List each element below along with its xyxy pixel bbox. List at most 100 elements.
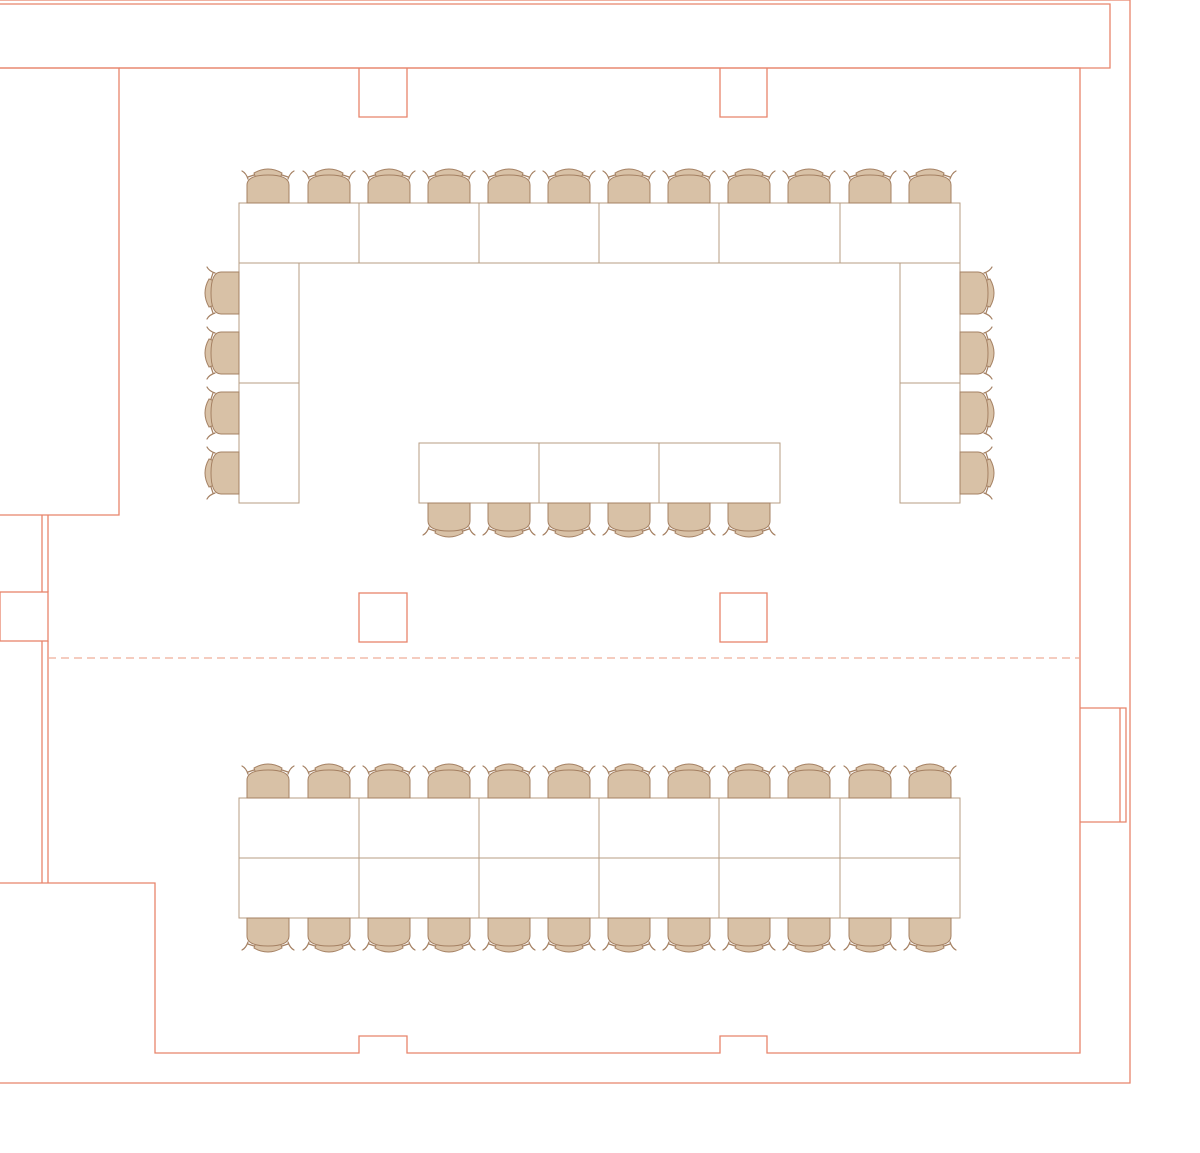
chair-icon <box>362 763 416 799</box>
table <box>418 442 540 504</box>
chair-icon <box>205 327 239 379</box>
chair-icon <box>205 387 239 439</box>
table <box>238 857 360 919</box>
boardroom-tables <box>238 797 961 919</box>
left-block-wall <box>0 67 120 516</box>
chair-icon <box>543 918 595 952</box>
chair-icon <box>205 267 239 319</box>
u-left-tables <box>238 262 300 504</box>
table <box>478 797 600 859</box>
table <box>598 797 720 859</box>
chair-icon <box>482 763 536 799</box>
chair-icon <box>423 918 475 952</box>
chair-icon <box>603 503 655 537</box>
chair-icon <box>363 918 415 952</box>
right-door-niche <box>1080 707 1127 823</box>
room-perimeter <box>0 67 1081 1054</box>
table <box>478 202 600 264</box>
chair-icon <box>482 168 536 204</box>
table <box>538 442 660 504</box>
pillar-top-right <box>719 68 768 118</box>
walls <box>0 0 1131 1084</box>
chair-icon <box>843 763 897 799</box>
chair-icon <box>603 918 655 952</box>
chair-icon <box>723 918 775 952</box>
chair-icon <box>722 168 776 204</box>
pillar-mid-left <box>358 592 408 643</box>
table <box>899 382 961 504</box>
table <box>238 382 300 504</box>
table <box>718 202 841 264</box>
chair-icon <box>904 918 956 952</box>
table <box>238 262 300 384</box>
boardroom-top-chairs <box>241 763 957 799</box>
u-left-chairs <box>205 267 239 499</box>
table <box>238 797 360 859</box>
chair-icon <box>483 503 535 537</box>
u-right-tables <box>899 262 961 504</box>
table <box>598 202 720 264</box>
chair-icon <box>960 447 994 499</box>
lower-room-layout <box>238 763 961 952</box>
chair-icon <box>844 918 896 952</box>
chair-icon <box>723 503 775 537</box>
chair-icon <box>423 503 475 537</box>
table <box>598 857 720 919</box>
table <box>358 857 480 919</box>
chair-icon <box>483 918 535 952</box>
chair-icon <box>960 387 994 439</box>
u-top-tables <box>238 202 961 264</box>
u-top-chairs <box>241 168 957 204</box>
chair-icon <box>303 918 355 952</box>
chair-icon <box>542 168 596 204</box>
boardroom-bottom-chairs <box>242 918 956 952</box>
chair-icon <box>782 763 836 799</box>
chair-icon <box>205 447 239 499</box>
chair-icon <box>782 168 836 204</box>
pillar-mid-right <box>719 592 768 643</box>
chair-icon <box>241 763 295 799</box>
pillar-top-left <box>358 68 408 118</box>
chair-icon <box>422 763 476 799</box>
center-chairs <box>423 503 775 537</box>
chair-icon <box>663 918 715 952</box>
chair-icon <box>783 918 835 952</box>
chair-icon <box>903 168 957 204</box>
table <box>839 797 961 859</box>
u-right-chairs <box>960 267 994 499</box>
table <box>358 797 480 859</box>
table <box>658 442 781 504</box>
table <box>718 857 841 919</box>
chair-icon <box>843 168 897 204</box>
chair-icon <box>302 763 356 799</box>
chair-icon <box>662 168 716 204</box>
chair-icon <box>543 503 595 537</box>
table <box>238 202 360 264</box>
table <box>839 857 961 919</box>
chair-icon <box>302 168 356 204</box>
chair-icon <box>662 763 716 799</box>
chair-icon <box>903 763 957 799</box>
chair-icon <box>960 267 994 319</box>
top-corridor-wall <box>0 3 1111 69</box>
chair-icon <box>542 763 596 799</box>
table <box>718 797 841 859</box>
outer-top-edge <box>0 0 1131 1084</box>
chair-icon <box>663 503 715 537</box>
table <box>358 202 480 264</box>
pillars <box>358 68 768 643</box>
left-door-niche <box>0 591 49 642</box>
chair-icon <box>602 168 656 204</box>
chair-icon <box>241 168 295 204</box>
table <box>839 202 961 264</box>
upper-room-layout <box>205 168 994 537</box>
chair-icon <box>242 918 294 952</box>
chair-icon <box>960 327 994 379</box>
chair-icon <box>602 763 656 799</box>
chair-icon <box>422 168 476 204</box>
center-tables <box>418 442 781 504</box>
table <box>478 857 600 919</box>
left-corridor-wall <box>41 515 49 883</box>
table <box>899 262 961 384</box>
